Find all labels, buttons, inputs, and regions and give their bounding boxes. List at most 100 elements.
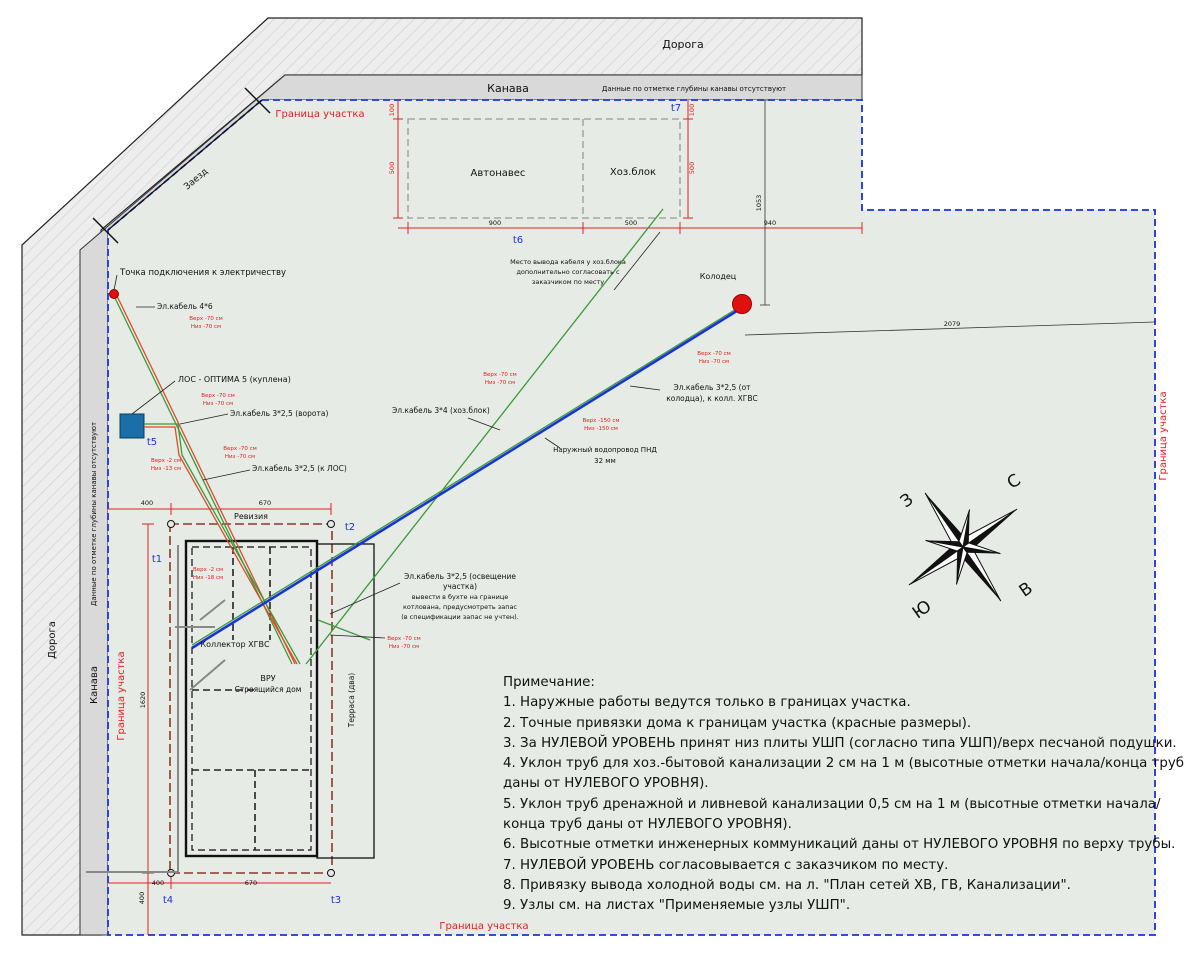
dim-1620: 1620 bbox=[139, 692, 147, 709]
terrace-label: Терраса (два) bbox=[347, 673, 356, 729]
notes-block: Примечание: 1. Наружные работы ведутся т… bbox=[503, 673, 1193, 917]
boundary-label-right: Граница участка bbox=[1158, 391, 1169, 480]
elev-3a: Верх -70 см bbox=[223, 446, 257, 452]
cable-well-label-1: Эл.кабель 3*2,5 (от bbox=[673, 383, 751, 392]
elev-1a: Верх -70 см bbox=[189, 316, 223, 322]
point-t6: t6 bbox=[513, 235, 523, 246]
elev-5a: Верх -70 см bbox=[483, 372, 517, 378]
cable-4x6-label: Эл.кабель 4*6 bbox=[157, 302, 213, 311]
dim-940: 940 bbox=[764, 219, 776, 227]
boundary-label-bottom: Граница участка bbox=[439, 921, 528, 932]
house-partitions bbox=[192, 547, 311, 850]
point-t5: t5 bbox=[147, 437, 157, 448]
well-dimensions bbox=[744, 99, 1156, 336]
elev-4b: Низ -13 см bbox=[151, 466, 181, 472]
note-item: 5. Уклон труб дренажной и ливневой канал… bbox=[503, 796, 1161, 833]
corner-marks bbox=[167, 520, 335, 877]
los-label: ЛОС - ОПТИМА 5 (куплена) bbox=[178, 375, 291, 384]
tick-mark bbox=[244, 87, 271, 114]
elev-1b: Низ -70 см bbox=[191, 324, 221, 330]
carport-shed-outline bbox=[407, 118, 681, 219]
shed-note-1: Место вывода кабеля у хоз.блока bbox=[510, 258, 626, 266]
point-t1: t1 bbox=[152, 554, 162, 565]
elev-4a: Верх -2 см bbox=[151, 458, 181, 464]
note-item: 7. НУЛЕВОЙ УРОВЕНЬ согласовывается с зак… bbox=[503, 857, 949, 873]
point-t3: t3 bbox=[331, 895, 341, 906]
shed-note-3: заказчиком по месту bbox=[532, 278, 604, 286]
leaders bbox=[113, 231, 661, 639]
cable-los-label: Эл.кабель 3*2,5 (к ЛОС) bbox=[252, 464, 347, 473]
cable-well-label-2: колодца), к колл. ХГВС bbox=[666, 394, 758, 403]
elev-6a: Верх -150 см bbox=[582, 418, 619, 424]
elev-5b: Низ -70 см bbox=[485, 380, 515, 386]
dim-900: 900 bbox=[489, 219, 501, 227]
ditch-top-note: Данные по отметке глубины канавы отсутст… bbox=[602, 85, 786, 93]
elev-9a: Верх -70 см bbox=[387, 636, 421, 642]
light-note-4: котлована, предусмотреть запас bbox=[403, 603, 517, 611]
site-boundary bbox=[107, 99, 1156, 936]
revision-label: Ревизия bbox=[234, 512, 268, 521]
water-pipe-label-2: 32 мм bbox=[594, 457, 616, 465]
terrace-outline bbox=[316, 543, 375, 859]
collector-label: Коллектор ХГВС bbox=[200, 640, 270, 649]
elev-3b: Низ -70 см bbox=[225, 454, 255, 460]
point-t2: t2 bbox=[345, 522, 355, 533]
carport-label: Автонавес bbox=[471, 168, 526, 179]
road-top-label: Дорога bbox=[662, 38, 704, 51]
dim-500-left: 500 bbox=[388, 162, 396, 174]
note-item: 1. Наружные работы ведутся только в гран… bbox=[503, 695, 911, 711]
note-item: 2. Точные привязки дома к границам участ… bbox=[503, 715, 972, 731]
light-note-5: (в спецификации запас не учтен). bbox=[401, 613, 519, 621]
ditch-left-note: Данные по отметке глубины канавы отсутст… bbox=[90, 422, 98, 606]
dim-100-right: 100 bbox=[688, 104, 696, 116]
elev-2b: Низ -70 см bbox=[203, 401, 233, 407]
ditch-left-label: Канава bbox=[89, 666, 100, 704]
elev-2a: Верх -70 см bbox=[201, 393, 235, 399]
compass-rose bbox=[908, 492, 1018, 602]
road-left-label: Дорога bbox=[47, 621, 58, 659]
elev-7b: Низ -70 см bbox=[699, 359, 729, 365]
note-item: 4. Уклон труб для хоз.-бытовой канализац… bbox=[503, 756, 1185, 792]
elev-7a: Верх -70 см bbox=[697, 351, 731, 357]
dim-670-top: 670 bbox=[259, 499, 271, 507]
cable-shed-label: Эл.кабель 3*4 (хоз.блок) bbox=[392, 406, 490, 415]
well-label: Колодец bbox=[700, 272, 737, 281]
water-pipe-label-1: Наружный водопровод ПНД bbox=[553, 446, 657, 454]
dim-500-width: 500 bbox=[625, 219, 637, 227]
dim-400-bottom: 400 bbox=[152, 879, 164, 887]
house-inner bbox=[191, 546, 312, 851]
dim-2079: 2079 bbox=[944, 320, 961, 328]
note-item: 3. За НУЛЕВОЙ УРОВЕНЬ принят низ плиты У… bbox=[503, 735, 1177, 751]
note-item: 6. Высотные отметки инженерных коммуника… bbox=[503, 837, 1176, 853]
note-item: 8. Привязку вывода холодной воды см. на … bbox=[503, 877, 1071, 893]
boundary-label-left: Граница участка bbox=[116, 651, 127, 740]
site-area bbox=[108, 100, 1155, 935]
ditch-top-label: Канава bbox=[487, 82, 529, 95]
light-note-3: вывести в бухте на границе bbox=[412, 593, 509, 601]
elev-8a: Верх -2 см bbox=[193, 567, 223, 573]
light-note-1: Эл.кабель 3*2,5 (освещение bbox=[404, 572, 516, 581]
elev-8b: Низ -18 см bbox=[193, 575, 223, 581]
dim-500-right: 500 bbox=[688, 162, 696, 174]
dim-670-bottom: 670 bbox=[245, 879, 257, 887]
boundary-label-top: Граница участка bbox=[275, 109, 364, 120]
house-walls bbox=[184, 539, 319, 858]
shed-note-2: дополнительно согласовать с bbox=[516, 268, 620, 276]
point-t7: t7 bbox=[671, 103, 681, 114]
water-pipe bbox=[191, 307, 741, 650]
elev-6b: Низ -150 см bbox=[584, 426, 618, 432]
notes-title: Примечание: bbox=[503, 675, 595, 690]
house-title: ВРУ bbox=[260, 674, 275, 683]
power-point-label: Точка подключения к электричеству bbox=[119, 268, 286, 278]
pit-outline bbox=[169, 523, 333, 874]
tick-mark bbox=[92, 217, 119, 244]
well bbox=[732, 294, 752, 314]
elev-9b: Низ -70 см bbox=[389, 644, 419, 650]
cable-gate-label: Эл.кабель 3*2,5 (ворота) bbox=[230, 409, 328, 418]
entry-edge bbox=[107, 99, 263, 231]
house-pipes bbox=[86, 545, 226, 873]
dim-400-top: 400 bbox=[141, 499, 153, 507]
los-tank bbox=[119, 413, 145, 439]
